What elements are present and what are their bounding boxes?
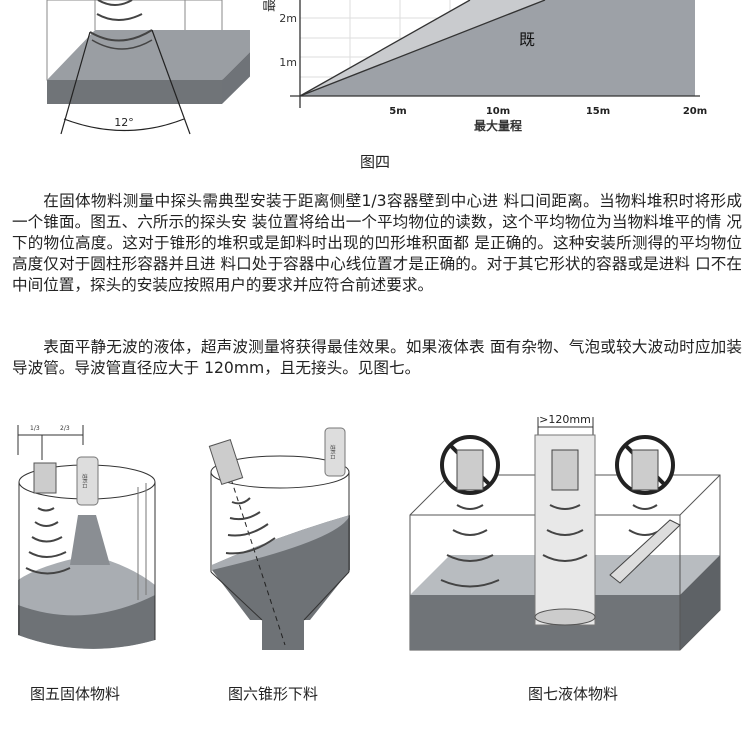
dim-right: 2/3 xyxy=(60,425,70,432)
figure7-caption: 图七液体物料 xyxy=(528,685,619,703)
figure5-caption: 图五固体物料 xyxy=(30,685,121,703)
figure6-cone-tank: 进料口 xyxy=(208,427,350,650)
region-label: 既 xyxy=(519,30,535,49)
x-axis-label: 最大量程 xyxy=(474,118,522,133)
dim-left: 1/3 xyxy=(30,425,40,432)
paragraph-solid-installation: 在固体物料测量中探头需典型安装于距离侧壁1/3容器壁到中心进 料口间距离。当物料… xyxy=(12,192,742,294)
inlet-label: 进料口 xyxy=(329,444,336,459)
y-axis-label: 最 xyxy=(263,0,278,12)
x-tick: 20m xyxy=(683,106,707,117)
range-chart: 最 2m 1m 5m 10m 15m 20m 最大量程 既 xyxy=(263,0,707,133)
figure6-caption: 图六锥形下料 xyxy=(228,685,319,703)
paragraph-liquid-installation: 表面平静无波的液体，超声波测量将获得最佳效果。如果液体表 面有杂物、气泡或较大波… xyxy=(12,338,742,377)
dim-label: >120mm xyxy=(539,413,591,426)
chart-region xyxy=(300,0,695,96)
x-tick: 5m xyxy=(389,106,406,117)
figure7-liquid-tank: >120mm xyxy=(409,413,721,651)
figure4-caption: 图四 xyxy=(360,153,391,171)
y-tick: 2m xyxy=(279,12,297,25)
x-tick: 10m xyxy=(486,106,510,117)
angle-label: 12° xyxy=(114,116,134,129)
x-tick: 15m xyxy=(586,106,610,117)
y-tick: 1m xyxy=(279,56,297,69)
inlet-label: 进料口 xyxy=(81,473,88,488)
beam-angle-diagram: 12° xyxy=(46,0,250,135)
figure5-solid-tank: 1/3 2/3 进料口 xyxy=(17,425,156,649)
